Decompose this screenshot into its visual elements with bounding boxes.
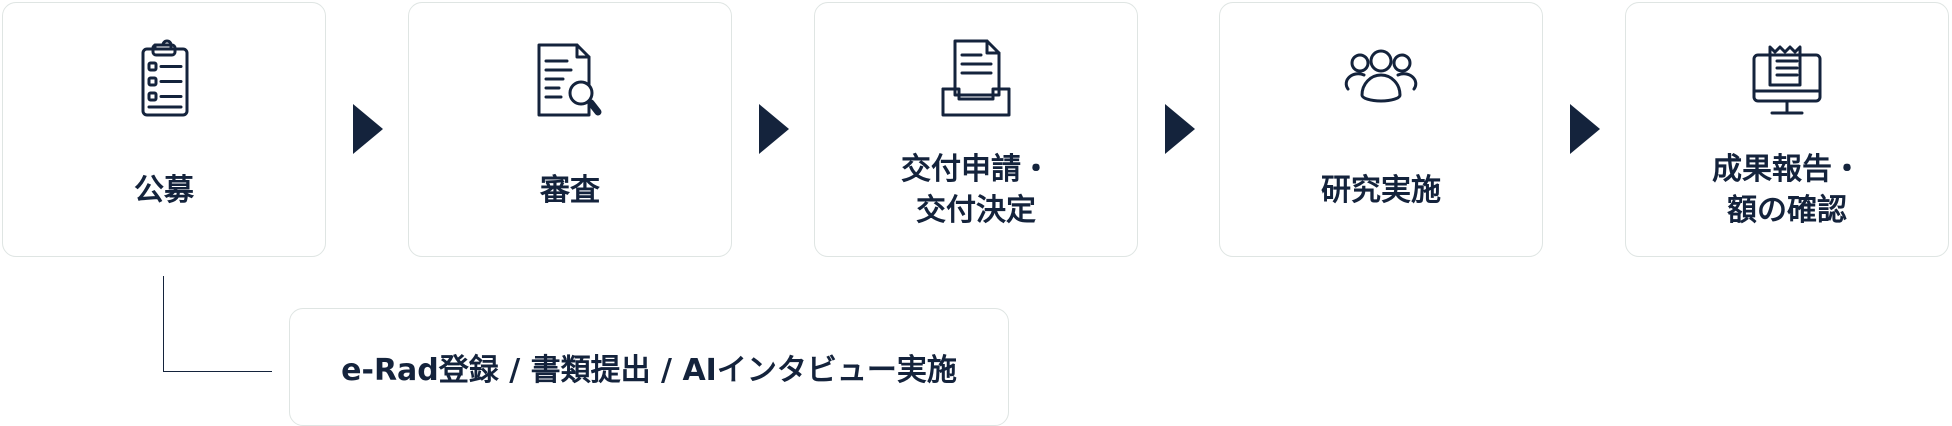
step-label-line: 成果報告・ <box>1712 152 1862 187</box>
step-card-shinsa: 審査 <box>408 2 732 257</box>
step-label-line: 交付申請・ <box>901 152 1051 187</box>
step-label: 公募 <box>3 145 325 235</box>
document-search-icon <box>525 37 615 123</box>
clipboard-checklist-icon <box>119 37 209 123</box>
step-label-line: 額の確認 <box>1727 193 1847 228</box>
flow-arrow <box>759 104 789 154</box>
step-label-line: 審査 <box>540 172 600 208</box>
document-inbox-icon <box>931 37 1021 123</box>
sub-step-box: e-Rad登録 / 書類提出 / AIインタビュー実施 <box>289 308 1009 426</box>
step-label-line: 交付決定 <box>916 193 1036 228</box>
sub-step-connector <box>163 276 272 372</box>
monitor-report-icon <box>1742 37 1832 123</box>
step-label-line: 研究実施 <box>1321 172 1441 208</box>
step-label: 審査 <box>409 145 731 235</box>
step-card-koufu: 交付申請・ 交付決定 <box>814 2 1138 257</box>
step-label: 交付申請・ 交付決定 <box>815 145 1137 235</box>
flow-arrow <box>1570 104 1600 154</box>
step-card-kenkyu: 研究実施 <box>1219 2 1543 257</box>
step-label-line: 公募 <box>134 172 194 208</box>
flow-arrow <box>353 104 383 154</box>
people-group-icon <box>1336 37 1426 123</box>
flow-arrow <box>1165 104 1195 154</box>
step-card-seika: 成果報告・ 額の確認 <box>1625 2 1949 257</box>
step-label: 成果報告・ 額の確認 <box>1626 145 1948 235</box>
sub-step-label: e-Rad登録 / 書類提出 / AIインタビュー実施 <box>341 353 957 388</box>
step-label: 研究実施 <box>1220 145 1542 235</box>
step-card-koubo: 公募 <box>2 2 326 257</box>
